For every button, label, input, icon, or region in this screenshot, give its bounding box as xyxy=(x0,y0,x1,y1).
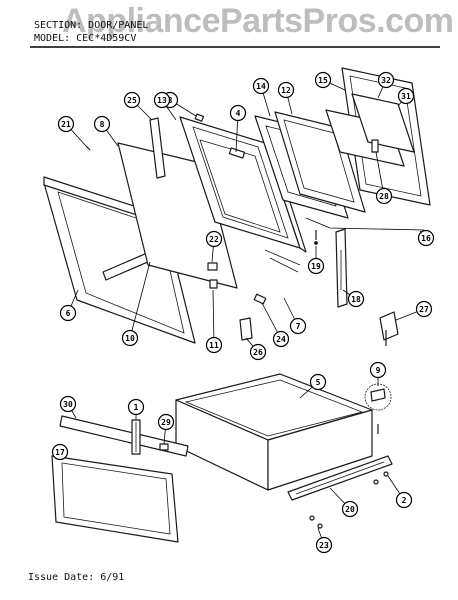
callout-20: 20 xyxy=(329,487,359,518)
small-screw xyxy=(314,230,318,245)
drawer-front-bracket xyxy=(131,419,141,455)
callout-29: 29 xyxy=(157,413,175,445)
callout-number: 6 xyxy=(66,309,71,318)
callout-28: 28 xyxy=(375,151,393,205)
callout-31: 31 xyxy=(397,87,415,107)
callout-18: 18 xyxy=(342,289,365,308)
small-clip xyxy=(194,113,205,122)
callout-number: 20 xyxy=(345,505,355,514)
callout-30: 30 xyxy=(59,395,77,419)
callout-17: 17 xyxy=(51,443,69,461)
watermark: AppliancePartsPros.com xyxy=(62,2,454,40)
callout-11: 11 xyxy=(205,289,223,354)
callout-14: 14 xyxy=(252,77,271,117)
rail-screws xyxy=(309,515,323,529)
callout-number: 26 xyxy=(253,348,263,357)
issue-date: Issue Date: 6/91 xyxy=(28,572,125,583)
callout-number: 2 xyxy=(402,496,407,505)
callout-15: 15 xyxy=(314,71,346,91)
slide-screws xyxy=(373,471,389,485)
callout-19: 19 xyxy=(307,246,325,275)
callout-number: 32 xyxy=(381,76,391,85)
callout-number: 10 xyxy=(125,334,135,343)
callout-number: 8 xyxy=(100,120,105,129)
callout-16: 16 xyxy=(417,229,435,247)
callout-10: 10 xyxy=(121,261,151,347)
callout-26: 26 xyxy=(245,337,267,361)
callout-22: 22 xyxy=(205,230,223,263)
callout-number: 25 xyxy=(127,96,137,105)
rail-bracket xyxy=(364,383,392,434)
callout-number: 12 xyxy=(281,86,291,95)
callout-6: 6 xyxy=(59,289,79,322)
callout-number: 16 xyxy=(421,234,431,243)
callout-32: 32 xyxy=(377,71,395,99)
side-trim-strip xyxy=(149,117,166,179)
callout-number: 31 xyxy=(401,92,411,101)
callout-2: 2 xyxy=(387,475,413,509)
drawer-top-rail xyxy=(59,415,189,457)
callout-23: 23 xyxy=(315,527,333,554)
callout-number: 18 xyxy=(351,295,361,304)
model-title: MODEL: CEC*4D59CV xyxy=(34,33,137,44)
callout-8: 8 xyxy=(93,115,119,147)
drawer-front-panel xyxy=(51,455,179,543)
callout-number: 4 xyxy=(236,109,241,118)
callout-number: 15 xyxy=(318,76,328,85)
callout-27: 27 xyxy=(395,300,433,321)
small-parts-lower-left xyxy=(207,262,267,341)
callout-number: 13 xyxy=(157,96,167,105)
liner-glass xyxy=(325,93,415,167)
callout-number: 7 xyxy=(296,322,301,331)
callout-number: 19 xyxy=(311,262,321,271)
callout-number: 14 xyxy=(256,82,266,91)
section-title: SECTION: DOOR/PANEL xyxy=(34,20,149,31)
drawer-clip xyxy=(159,443,169,451)
callout-5: 5 xyxy=(299,373,327,399)
callout-number: 28 xyxy=(379,192,389,201)
callout-13: 13 xyxy=(153,91,177,121)
callout-number: 5 xyxy=(316,378,321,387)
callout-number: 24 xyxy=(276,335,286,344)
callout-number: 9 xyxy=(376,366,381,375)
callout-number: 29 xyxy=(161,418,171,427)
storage-drawer xyxy=(175,373,373,491)
callout-number: 22 xyxy=(209,235,219,244)
callout-12: 12 xyxy=(277,81,295,115)
callout-9: 9 xyxy=(369,361,387,386)
callout-4: 4 xyxy=(229,104,247,153)
callout-bubbles: 1234567891011121314151617181920212223242… xyxy=(51,71,435,554)
callout-number: 1 xyxy=(134,403,139,412)
callout-1: 1 xyxy=(127,398,145,420)
callout-number: 21 xyxy=(61,120,71,129)
hinge-strip xyxy=(335,228,348,308)
callout-number: 17 xyxy=(55,448,65,457)
callout-number: 27 xyxy=(419,305,429,314)
callout-7: 7 xyxy=(283,297,307,335)
callout-number: 30 xyxy=(63,400,73,409)
callout-number: 3 xyxy=(168,96,173,105)
callout-number: 11 xyxy=(209,341,219,350)
door-hinge xyxy=(379,311,399,346)
callout-24: 24 xyxy=(261,302,290,348)
callout-number: 23 xyxy=(319,541,329,550)
tiny-screw xyxy=(85,145,91,151)
callout-21: 21 xyxy=(57,115,87,147)
drawer-slide-rail xyxy=(287,455,393,501)
callout-25: 25 xyxy=(123,91,153,121)
